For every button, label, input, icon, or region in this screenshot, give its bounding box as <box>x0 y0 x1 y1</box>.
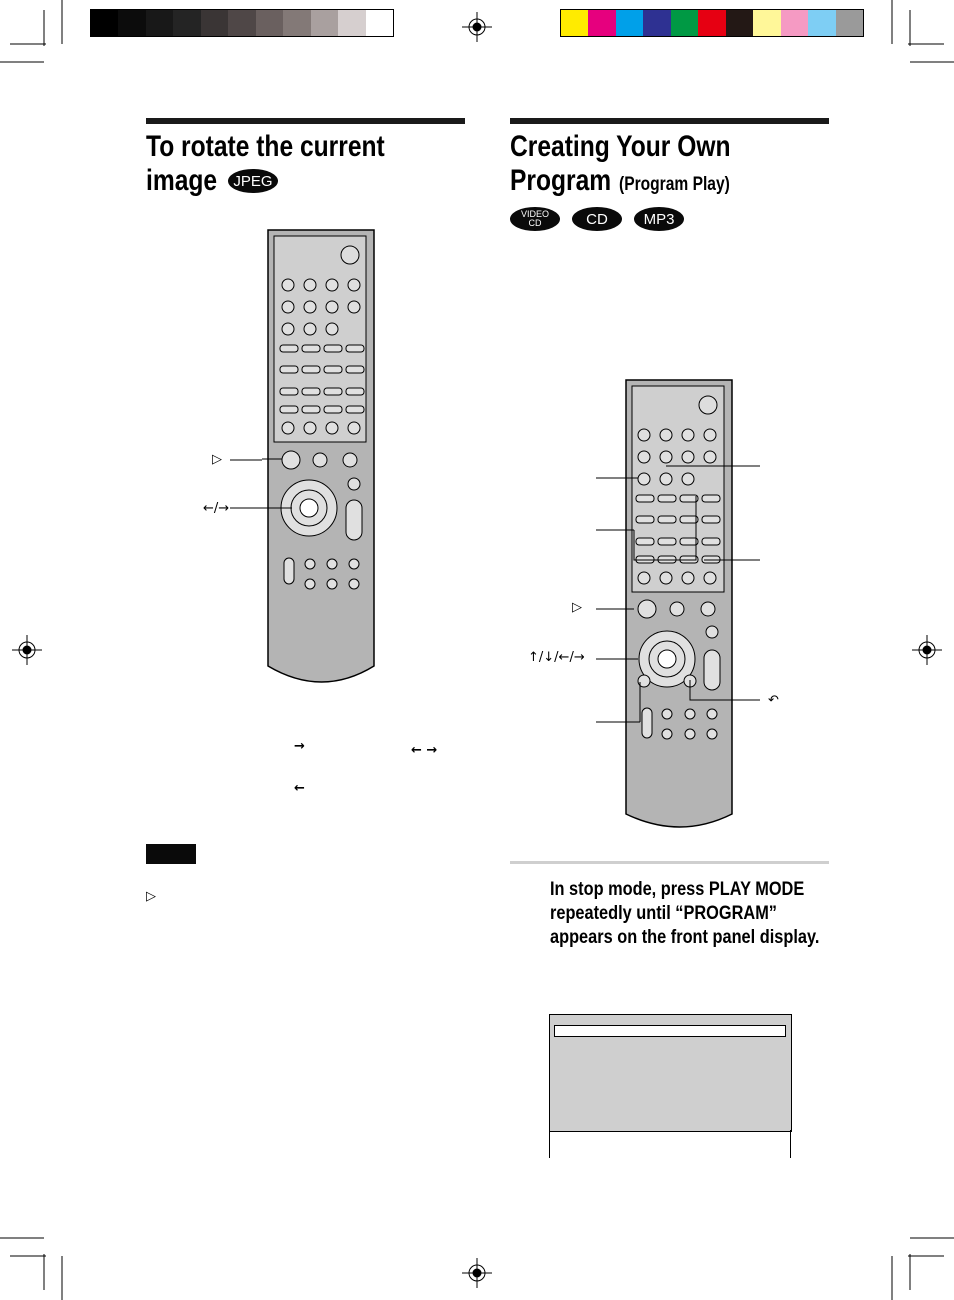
section-rule-right <box>510 118 829 124</box>
color-swatch <box>615 10 644 36</box>
note-label-box <box>146 844 196 864</box>
gray-swatch <box>145 10 174 36</box>
four-arrows-label: ↑/↓/←/→ <box>528 650 585 665</box>
color-swatch <box>725 10 754 36</box>
color-swatch <box>753 10 781 36</box>
right-title-line1: Creating Your Own <box>510 130 731 163</box>
gray-scale-bar <box>90 9 394 37</box>
step-instruction: In stop mode, press PLAY MODE repeatedly… <box>550 879 820 948</box>
section-rule-left <box>146 118 465 124</box>
screen-display <box>549 1014 792 1132</box>
gray-swatch <box>228 10 256 36</box>
gray-swatch <box>91 10 119 36</box>
color-swatch <box>698 10 726 36</box>
video-cd-badge-line1: VIDEO <box>520 209 549 219</box>
disc-badges: VIDEO CD CD MP3 <box>510 207 684 231</box>
arrow-left: ← <box>294 781 305 796</box>
gray-swatch <box>310 10 339 36</box>
gray-swatch <box>283 10 311 36</box>
step-separator <box>510 861 829 864</box>
callout-lines-right <box>596 465 760 723</box>
screen-edge-right <box>790 1130 791 1158</box>
left-right-arrow-label: ←/→ <box>203 501 230 516</box>
right-title-line2: Program <box>510 164 612 197</box>
play-symbol-label: ▷ <box>212 452 222 467</box>
note-play-symbol: ▷ <box>146 889 156 904</box>
arrow-pair: ← → <box>411 743 438 758</box>
cd-badge: CD <box>572 207 622 231</box>
right-title-line2-row: Program (Program Play) <box>510 164 755 198</box>
color-swatch <box>643 10 671 36</box>
registration-mark <box>12 12 942 1288</box>
video-cd-badge-line2: CD <box>528 218 542 228</box>
arrow-right: → <box>294 739 305 754</box>
mp3-badge: MP3 <box>634 207 684 231</box>
gray-swatch <box>255 10 284 36</box>
right-title-suffix: (Program Play) <box>619 174 731 195</box>
screen-highlight-bar <box>554 1025 786 1037</box>
color-bar <box>560 9 864 37</box>
left-title-line1: To rotate the current <box>146 130 385 163</box>
color-swatch <box>561 10 589 36</box>
color-swatch <box>780 10 809 36</box>
gray-swatch <box>365 10 393 36</box>
video-cd-badge: VIDEO CD <box>510 207 560 231</box>
color-swatch <box>670 10 699 36</box>
return-symbol-label: ↶ <box>768 693 779 708</box>
right-play-symbol-label: ▷ <box>572 600 582 615</box>
color-swatch <box>808 10 836 36</box>
color-swatch <box>588 10 616 36</box>
jpeg-badge: JPEG <box>228 169 278 193</box>
remote-control-left <box>262 229 375 683</box>
left-title-line2: image <box>146 164 218 197</box>
callout-lines-left <box>230 459 262 509</box>
left-title-line2-row: image JPEG <box>146 164 278 198</box>
gray-swatch <box>338 10 366 36</box>
gray-swatch <box>118 10 146 36</box>
color-swatch <box>835 10 863 36</box>
remote-control-right <box>625 379 733 828</box>
gray-swatch <box>173 10 201 36</box>
screen-edge-left <box>549 1130 550 1158</box>
gray-swatch <box>200 10 229 36</box>
